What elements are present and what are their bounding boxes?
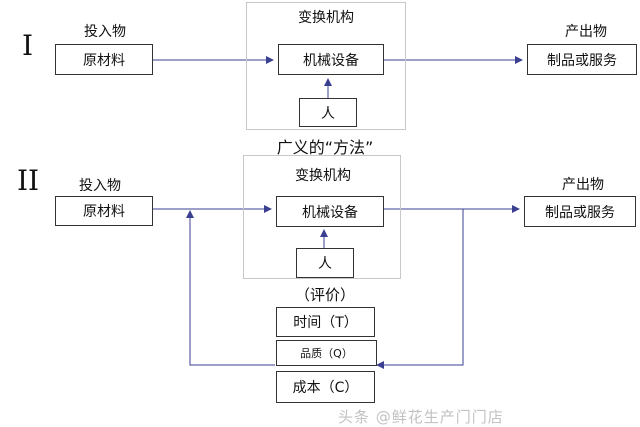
feedback-line-left [186,210,275,366]
time-box: 时间（T） [276,307,375,337]
quality-box: 品质（Q） [276,340,377,366]
panel-2-transform-frame [243,155,401,279]
panel-1-numeral: I [22,29,34,62]
evaluation-title: （评价） [294,286,355,304]
method-caption: 广义的“方法” [276,138,374,157]
panel-1-person-box: 人 [299,98,357,127]
panel-2-input-box: 原材料 [55,196,153,226]
panel-2-input-title: 投入物 [79,178,121,194]
panel-1-input-box: 原材料 [55,44,153,75]
panel-2-machine-box: 机械设备 [276,196,384,227]
cost-box: 成本（C） [276,371,375,403]
panel-1-output-title: 产出物 [565,24,607,40]
panel-2-numeral: II [17,164,40,197]
panel-1-output-box: 制品或服务 [527,44,637,75]
panel-1-transform-frame [246,2,406,130]
panel-1-transform-title: 变换机构 [298,10,354,26]
panel-2-transform-title: 变换机构 [295,168,351,184]
panel-2-person-box: 人 [296,248,354,278]
feedback-line-right [376,209,464,369]
panel-1-input-title: 投入物 [84,24,126,40]
panel-2-output-title: 产出物 [562,177,604,193]
panel-1-machine-box: 机械设备 [278,44,384,75]
panel-2-output-box: 制品或服务 [524,196,636,227]
watermark: 头条 @鲜花生产门门店 [338,408,504,426]
